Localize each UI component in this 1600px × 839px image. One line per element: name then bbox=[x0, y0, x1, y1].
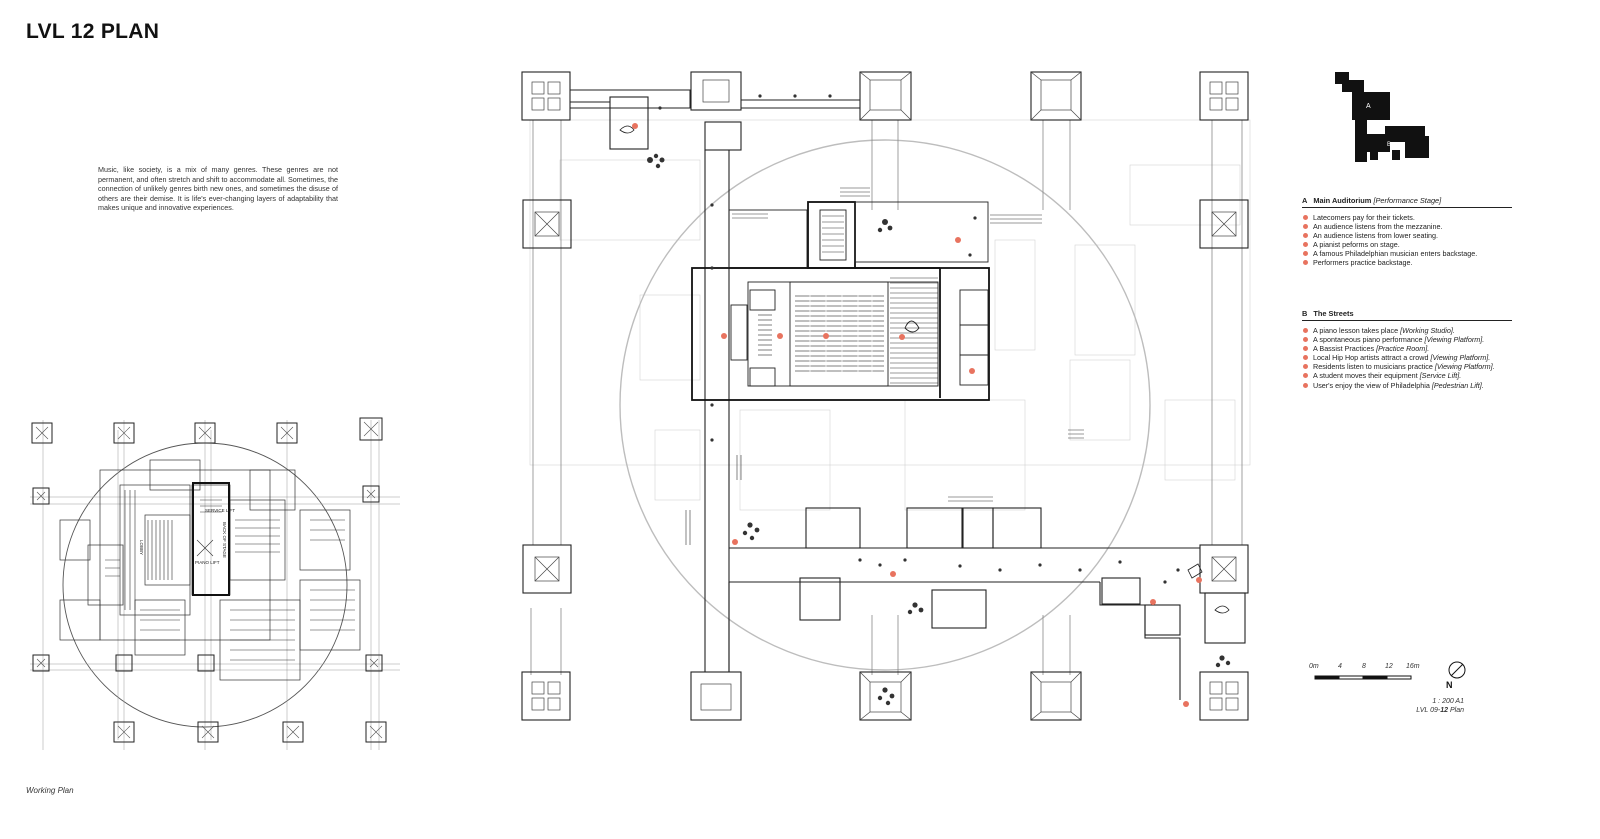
scenario-marker-icon bbox=[1303, 346, 1308, 352]
legend-item: An audience listens from the mezzanine. bbox=[1302, 222, 1512, 231]
sketch-label-piano-lift: PIANO LIFT bbox=[195, 560, 220, 565]
key-plan-label-a: A bbox=[1366, 103, 1371, 110]
legend-item-text: A student moves their equipment bbox=[1313, 371, 1420, 381]
working-plan-sketch bbox=[30, 417, 400, 750]
scale-tick-label: 8 bbox=[1362, 663, 1366, 670]
sketch-label-lobby: LOBBY bbox=[139, 540, 144, 555]
legend-list-a: Latecomers pay for their tickets.An audi… bbox=[1302, 213, 1512, 268]
sheet-prefix: LVL 09- bbox=[1416, 707, 1441, 714]
legend-title-a: Main Auditorium bbox=[1313, 196, 1372, 205]
legend-subtitle-a: [Performance Stage] bbox=[1373, 196, 1442, 205]
scenario-marker-icon bbox=[1303, 215, 1308, 220]
legend-item-text: An audience listens from lower seating. bbox=[1313, 231, 1439, 241]
legend-title-b: The Streets bbox=[1313, 309, 1354, 318]
scenario-marker-icon bbox=[1303, 337, 1308, 343]
legend-item: Performers practice backstage. bbox=[1302, 258, 1512, 267]
legend-item: Local Hip Hop artists attract a crowd [V… bbox=[1302, 353, 1512, 362]
main-plan bbox=[521, 71, 1251, 721]
legend-item: A piano lesson takes place [Working Stud… bbox=[1302, 326, 1512, 335]
legend-item: A Bassist Practices [Practice Room]. bbox=[1302, 344, 1512, 353]
legend-item: An audience listens from lower seating. bbox=[1302, 231, 1512, 240]
sketch-caption: Working Plan bbox=[26, 786, 74, 795]
sheet-suffix: Plan bbox=[1448, 707, 1464, 714]
legend-item: A famous Philadelphian musician enters b… bbox=[1302, 249, 1512, 258]
sketch-label-back-of-stage: BACK OF STAGE bbox=[222, 522, 227, 558]
scale-tick-label: 0m bbox=[1309, 663, 1319, 670]
legend-item-note: [Pedestrian Lift]. bbox=[1431, 380, 1484, 390]
sheet-number: 12 bbox=[1440, 707, 1449, 714]
legend-header-b: B The Streets bbox=[1302, 309, 1512, 321]
legend-item: A student moves their equipment [Service… bbox=[1302, 371, 1512, 380]
north-arrow-icon bbox=[1448, 661, 1466, 679]
scenario-marker-icon bbox=[1303, 328, 1308, 333]
scenario-marker-icon bbox=[1303, 224, 1308, 230]
key-plan-label-b: B bbox=[1387, 142, 1391, 148]
scale-labels: 0m 4 8 12 16m bbox=[1309, 663, 1433, 673]
legend-item-text: A spontaneous piano performance bbox=[1313, 335, 1425, 345]
legend-item-note: [Working Studio]. bbox=[1400, 326, 1455, 335]
legend-main-auditorium: A Main Auditorium [Performance Stage] Lat… bbox=[1302, 196, 1512, 268]
legend-header-a: A Main Auditorium [Performance Stage] bbox=[1302, 196, 1512, 208]
legend-item-text: Residents listen to musicians practice bbox=[1313, 362, 1435, 372]
scenario-marker-icon bbox=[1303, 251, 1308, 257]
legend-item-text: Performers practice backstage. bbox=[1313, 258, 1413, 268]
legend-item-text: A pianist peforms on stage. bbox=[1313, 240, 1400, 250]
legend-item-text: User's enjoy the view of Philadelphia bbox=[1313, 380, 1432, 390]
legend-code-a: A bbox=[1302, 196, 1308, 205]
page-title: LVL 12 PLAN bbox=[26, 20, 160, 43]
scale-bar bbox=[1314, 675, 1412, 680]
legend-item-note: [Viewing Platform]. bbox=[1430, 353, 1491, 363]
legend-item-text: Local Hip Hop artists attract a crowd bbox=[1313, 353, 1431, 363]
sketch-label-service-lift: SERVICE LIFT bbox=[205, 508, 235, 513]
legend-item-text: A piano lesson takes place bbox=[1313, 326, 1401, 335]
scale-tick-label: 16m bbox=[1406, 663, 1420, 670]
legend-the-streets: B The Streets A piano lesson takes place … bbox=[1302, 309, 1512, 390]
scale-tick-label: 4 bbox=[1338, 663, 1342, 670]
scale-tick-label: 12 bbox=[1385, 663, 1393, 670]
scale-ratio: 1 : 200 A1 LVL 09-12 Plan bbox=[1400, 697, 1464, 715]
scenario-marker-icon bbox=[1303, 355, 1308, 361]
scenario-marker-icon bbox=[1303, 382, 1308, 388]
legend-item: Residents listen to musicians practice [… bbox=[1302, 362, 1512, 371]
north-label: N bbox=[1446, 680, 1453, 690]
legend-item-note: [Viewing Platform]. bbox=[1424, 335, 1485, 345]
scenario-marker-icon bbox=[1303, 233, 1308, 239]
legend-item-text: An audience listens from the mezzanine. bbox=[1313, 222, 1443, 232]
scenario-marker-icon bbox=[1303, 242, 1308, 248]
sheet-label: LVL 09-12 Plan bbox=[1400, 706, 1464, 715]
scenario-marker-icon bbox=[1303, 260, 1308, 266]
legend-item-text: A famous Philadelphian musician enters b… bbox=[1313, 249, 1478, 259]
legend-list-b: A piano lesson takes place [Working Stud… bbox=[1302, 326, 1512, 390]
scale-ratio-text: 1 : 200 A1 bbox=[1432, 698, 1464, 705]
legend-code-b: B bbox=[1302, 309, 1308, 318]
intro-text: Music, like society, is a mix of many ge… bbox=[98, 165, 338, 213]
scenario-marker-icon bbox=[1303, 373, 1308, 379]
legend-item: A spontaneous piano performance [Viewing… bbox=[1302, 335, 1512, 344]
legend-item: A pianist peforms on stage. bbox=[1302, 240, 1512, 249]
legend-item-text: A Bassist Practices bbox=[1313, 344, 1377, 354]
legend-item-note: [Practice Room]. bbox=[1376, 344, 1430, 354]
legend-item-note: [Viewing Platform]. bbox=[1434, 362, 1495, 372]
legend-item: Latecomers pay for their tickets. bbox=[1302, 213, 1512, 222]
key-plan bbox=[1335, 72, 1429, 162]
scenario-marker-icon bbox=[1303, 364, 1308, 370]
legend-item-note: [Service Lift]. bbox=[1419, 371, 1462, 381]
legend-item: User's enjoy the view of Philadelphia [P… bbox=[1302, 381, 1512, 390]
legend-item-text: Latecomers pay for their tickets. bbox=[1313, 213, 1415, 222]
